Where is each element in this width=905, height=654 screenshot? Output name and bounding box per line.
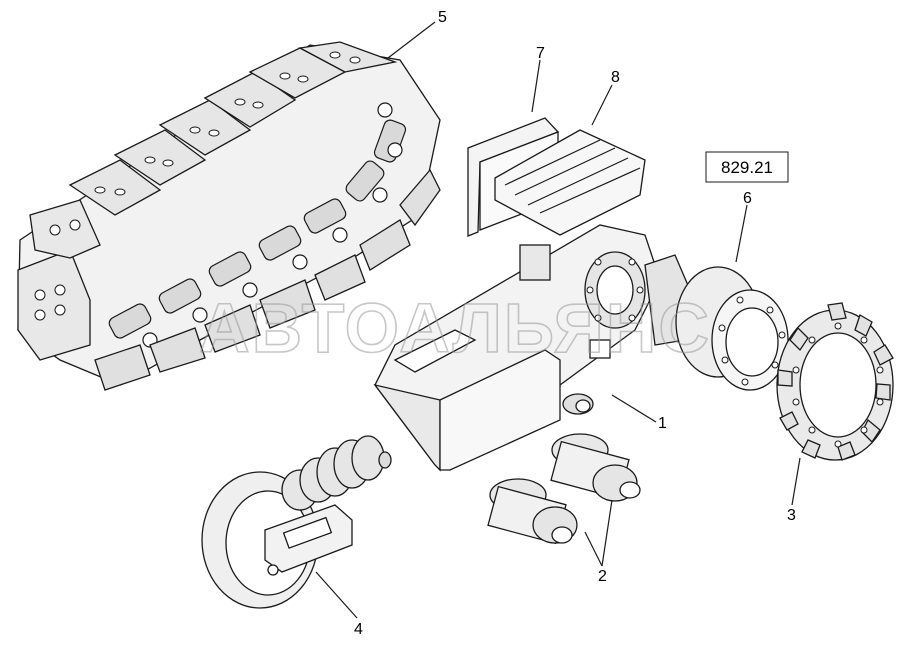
leader-line-6 (735, 204, 748, 263)
watermark-text: АВТОАЛЬЯНС (199, 289, 711, 367)
leader-line-8 (591, 84, 613, 126)
leader-line-2a (584, 531, 603, 567)
callout-3: 3 (787, 507, 796, 524)
callout-8: 8 (611, 69, 620, 86)
track-frame-part (373, 224, 661, 472)
leader-line-2b (601, 499, 613, 567)
track-roller-part-b (550, 433, 641, 502)
callout-6: 6 (743, 190, 752, 207)
travel-motor-part (644, 254, 789, 391)
reference-code-box: 829.21 (705, 151, 789, 183)
rubber-track-part (17, 41, 441, 391)
leader-line-7 (531, 59, 541, 113)
idler-wheel-part (201, 435, 392, 609)
callout-2: 2 (598, 568, 607, 585)
track-roller-part-a (487, 478, 578, 545)
reference-code-label: 829.21 (721, 158, 773, 177)
leader-line-1 (611, 394, 657, 423)
leader-line-3 (791, 457, 801, 506)
leader-line-5 (387, 21, 436, 59)
mounting-bracket-part-8 (494, 129, 646, 236)
callout-1: 1 (658, 415, 667, 432)
callout-4: 4 (354, 621, 363, 638)
sprocket-part (776, 302, 894, 461)
callout-7: 7 (536, 45, 545, 62)
callout-5: 5 (438, 9, 447, 26)
leader-line-4 (315, 571, 358, 619)
leader-lines (315, 21, 801, 619)
